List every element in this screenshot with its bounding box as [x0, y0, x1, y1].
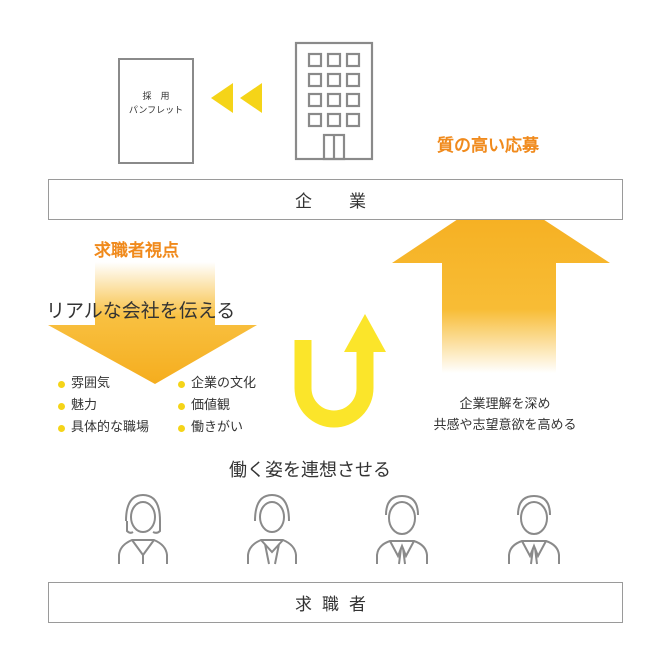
- bullet-dot: [58, 424, 65, 432]
- up-arrow: [392, 191, 610, 373]
- bullet-dot: [178, 380, 185, 388]
- understanding-line1: 企業理解を深め: [459, 397, 551, 412]
- quality-application-label: 質の高い応募: [437, 136, 539, 156]
- list-item: 価値観: [178, 395, 256, 417]
- bullet-dot: [58, 402, 65, 410]
- pamphlet-title-line1: 採 用: [142, 92, 170, 102]
- bullet-dot: [178, 402, 185, 410]
- list-item: 具体的な職場: [58, 417, 149, 439]
- job-seeker-bar: 求職者: [48, 582, 623, 623]
- list-item: 企業の文化: [178, 373, 256, 395]
- imagine-working-label: 働く姿を連想させる: [229, 460, 391, 481]
- list-item: 働きがい: [178, 417, 256, 439]
- company-bar: 企 業: [48, 179, 623, 220]
- double-chevron-left-icon: [211, 83, 262, 113]
- bullet-dot: [178, 424, 185, 432]
- list-item: 魅力: [58, 395, 149, 417]
- office-building-icon: [294, 41, 374, 161]
- u-turn-arrow-icon: [294, 314, 386, 428]
- recruitment-pamphlet: 採 用 パンフレット: [118, 58, 194, 164]
- seeker-view-label: 求職者視点: [94, 241, 179, 261]
- bullet-list-left: 雰囲気 魅力 具体的な職場: [58, 373, 149, 439]
- understanding-text: 企業理解を深め 共感や志望意欲を高める: [416, 394, 594, 436]
- person-man-1-icon: [376, 494, 428, 565]
- list-item: 雰囲気: [58, 373, 149, 395]
- person-woman-1-icon: [118, 493, 168, 564]
- person-man-2-icon: [508, 494, 560, 565]
- convey-real-company-label: リアルな会社を伝える: [46, 300, 236, 322]
- understanding-line2: 共感や志望意欲を高める: [433, 418, 577, 433]
- bullet-list-right: 企業の文化 価値観 働きがい: [178, 373, 256, 439]
- down-arrow: [48, 262, 257, 384]
- pamphlet-title-line2: パンフレット: [128, 106, 184, 116]
- bullet-dot: [58, 380, 65, 388]
- person-woman-2-icon: [247, 493, 297, 565]
